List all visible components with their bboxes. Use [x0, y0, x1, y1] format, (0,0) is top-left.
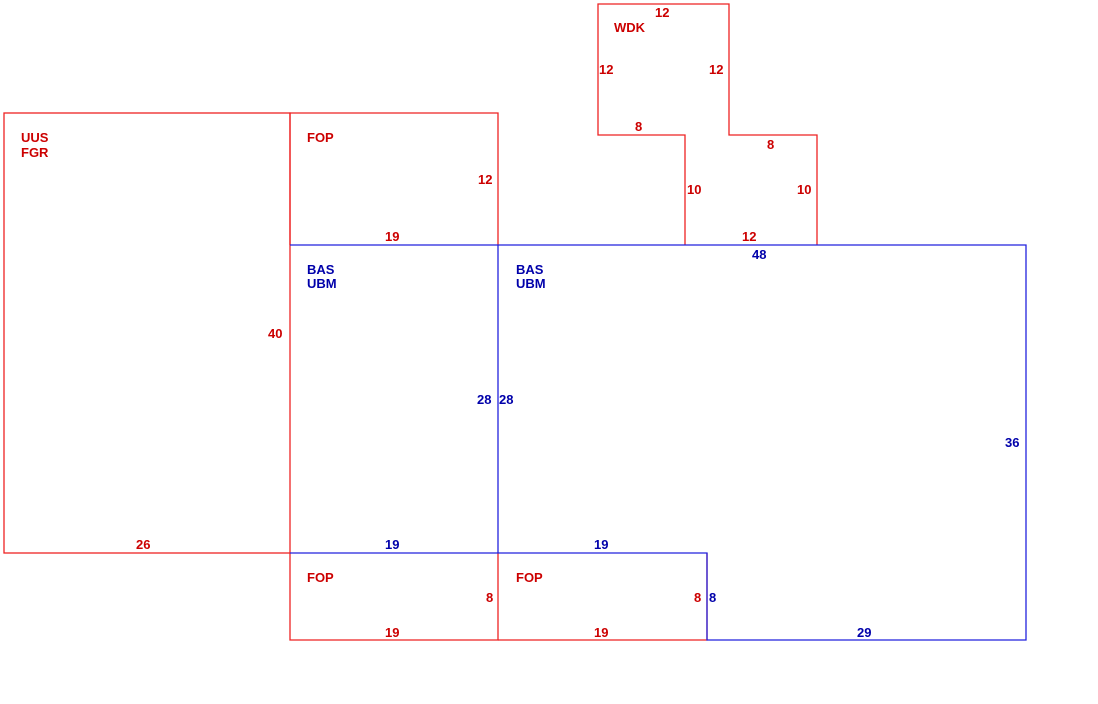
- dim-wdk-bottom: 12: [742, 229, 756, 244]
- dim-bas-bottom: 29: [857, 625, 871, 640]
- uus-label-2: FGR: [21, 145, 49, 160]
- uus-label-1: UUS: [21, 130, 49, 145]
- dim-bas-top: 48: [752, 247, 766, 262]
- fop-top-label: FOP: [307, 130, 334, 145]
- wdk-outline: [597, 3, 818, 245]
- bas-outline: [290, 244, 1027, 641]
- bas-right-label-2: UBM: [516, 276, 546, 291]
- fop-bottom-left-label: FOP: [307, 570, 334, 585]
- dim-wdk-top: 12: [655, 5, 669, 20]
- dim-bas-right-side: 28: [499, 392, 513, 407]
- wdk-label: WDK: [614, 20, 646, 35]
- fop-bottom-right-label: FOP: [516, 570, 543, 585]
- dim-wdk-right-step: 8: [767, 137, 774, 152]
- dim-uus-bottom: 26: [136, 537, 150, 552]
- dim-bas-notch: 8: [709, 590, 716, 605]
- dim-wdk-lower-left: 10: [687, 182, 701, 197]
- dim-fop-br-bottom: 19: [594, 625, 608, 640]
- dim-fop-br-side: 8: [694, 590, 701, 605]
- dim-wdk-left: 12: [599, 62, 613, 77]
- dim-wdk-left-step: 8: [635, 119, 642, 134]
- dim-fop-top-bottom: 19: [385, 229, 399, 244]
- uus-outline: [3, 112, 291, 554]
- dim-wdk-right: 12: [709, 62, 723, 77]
- dim-uus-side: 40: [268, 326, 282, 341]
- dim-bas-left-bottom: 19: [385, 537, 399, 552]
- dim-fop-bl-side: 8: [486, 590, 493, 605]
- bas-left-label-1: BAS: [307, 262, 335, 277]
- fop-bottom-left-outline: [289, 553, 499, 641]
- dim-bas-far-right: 36: [1005, 435, 1019, 450]
- dim-fop-top-side: 12: [478, 172, 492, 187]
- dim-fop-bl-bottom: 19: [385, 625, 399, 640]
- dim-bas-left-side: 28: [477, 392, 491, 407]
- bas-left-label-2: UBM: [307, 276, 337, 291]
- bas-right-label-1: BAS: [516, 262, 544, 277]
- dim-wdk-lower-right: 10: [797, 182, 811, 197]
- fop-top-outline: [289, 112, 499, 245]
- dim-bas-right-bottom: 19: [594, 537, 608, 552]
